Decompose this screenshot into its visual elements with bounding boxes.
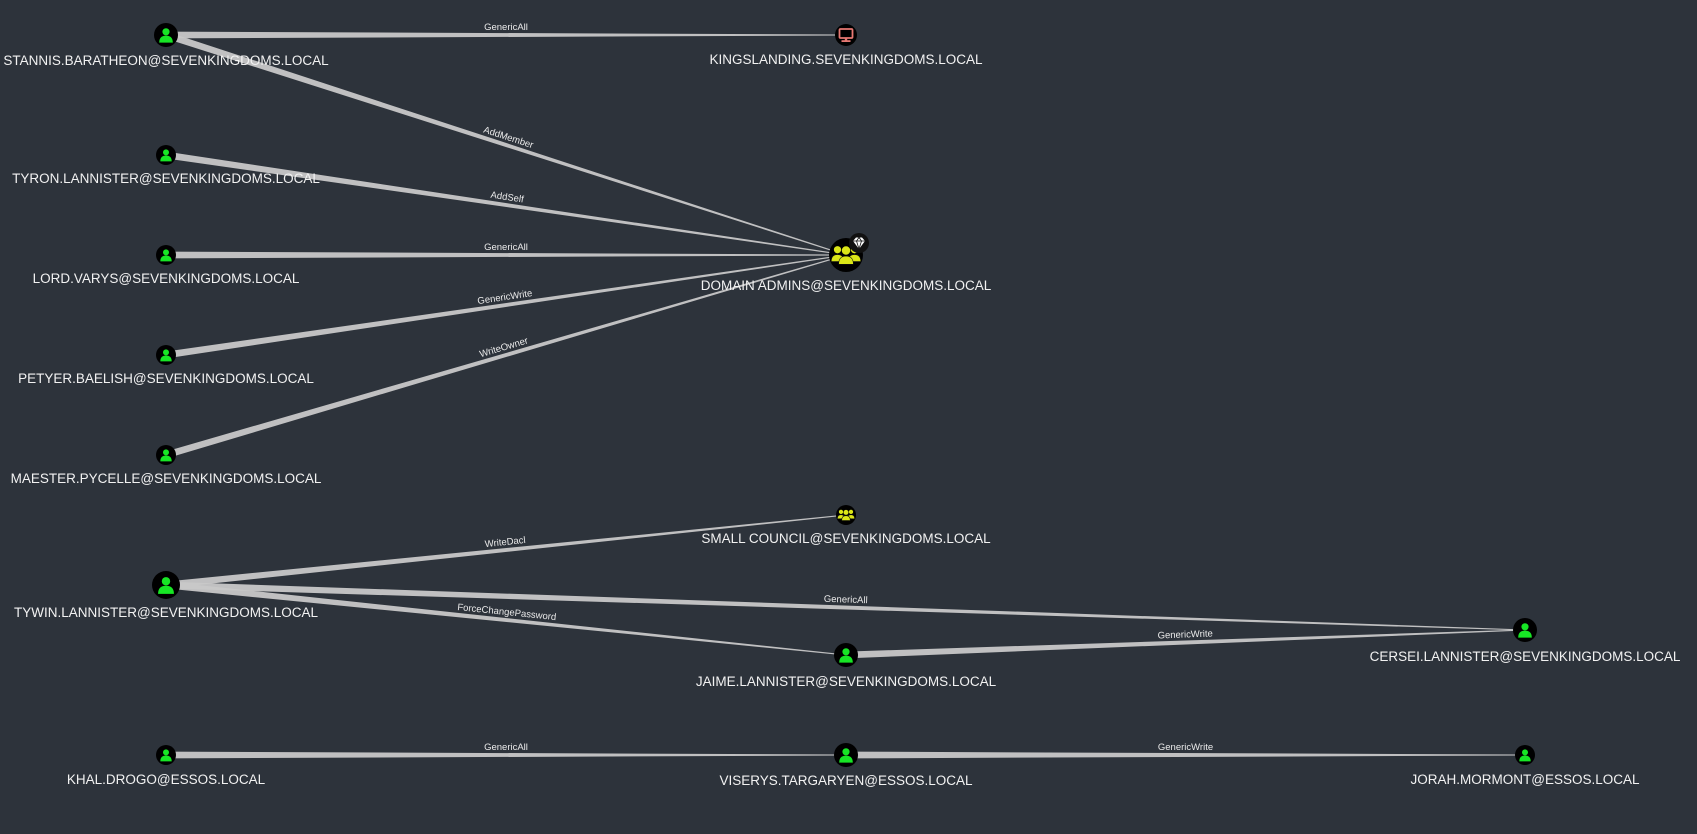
- node-label: VISERYS.TARGARYEN@ESSOS.LOCAL: [719, 773, 973, 788]
- edge-line[interactable]: [165, 581, 847, 656]
- edge-line[interactable]: [165, 254, 847, 459]
- node-domainadmins[interactable]: DOMAIN ADMINS@SEVENKINGDOMS.LOCAL: [701, 233, 992, 293]
- node-jorah[interactable]: JORAH.MORMONT@ESSOS.LOCAL: [1411, 745, 1640, 787]
- edge-line[interactable]: [165, 254, 847, 359]
- node-pycelle[interactable]: MAESTER.PYCELLE@SEVENKINGDOMS.LOCAL: [11, 445, 322, 486]
- node-label: LORD.VARYS@SEVENKINGDOMS.LOCAL: [33, 271, 300, 286]
- user-icon: [839, 648, 853, 663]
- edge-label-writedacl: WriteDacl: [484, 535, 526, 550]
- node-label: JORAH.MORMONT@ESSOS.LOCAL: [1411, 772, 1640, 787]
- node-varys[interactable]: LORD.VARYS@SEVENKINGDOMS.LOCAL: [33, 245, 300, 286]
- node-stannis[interactable]: STANNIS.BARATHEON@SEVENKINGDOMS.LOCAL: [3, 23, 329, 68]
- user-icon: [1519, 749, 1531, 762]
- edge-label-genericwrite: GenericWrite: [1157, 628, 1213, 641]
- group-icon: [830, 246, 862, 265]
- node-kingslanding[interactable]: KINGSLANDING.SEVENKINGDOMS.LOCAL: [709, 24, 983, 67]
- user-icon: [160, 349, 172, 362]
- edge-varys-domainadmins[interactable]: GenericAll: [166, 242, 846, 259]
- node-label: KHAL.DROGO@ESSOS.LOCAL: [67, 772, 266, 787]
- edge-line[interactable]: [845, 629, 1526, 659]
- node-label: PETYER.BAELISH@SEVENKINGDOMS.LOCAL: [18, 371, 314, 386]
- nodes-layer: STANNIS.BARATHEON@SEVENKINGDOMS.LOCAL KIN…: [3, 23, 1681, 788]
- edge-tywin-cersei[interactable]: GenericAll: [165, 581, 1526, 631]
- node-khal[interactable]: KHAL.DROGO@ESSOS.LOCAL: [67, 745, 266, 787]
- node-label: SMALL COUNCIL@SEVENKINGDOMS.LOCAL: [701, 531, 991, 546]
- edge-line[interactable]: [165, 581, 1526, 631]
- edge-tyron-domainadmins[interactable]: AddSelf: [165, 151, 847, 256]
- edge-label-genericwrite: GenericWrite: [1158, 742, 1213, 753]
- user-icon: [159, 28, 173, 43]
- high-value-gem-icon: [849, 233, 869, 253]
- node-circle[interactable]: [835, 24, 857, 46]
- edge-label-addself: AddSelf: [490, 190, 525, 206]
- edge-line[interactable]: [166, 751, 846, 759]
- edge-line[interactable]: [165, 151, 847, 256]
- user-icon: [160, 449, 172, 462]
- node-tyron[interactable]: TYRON.LANNISTER@SEVENKINGDOMS.LOCAL: [12, 145, 320, 186]
- edge-tywin-smallcouncil[interactable]: WriteDacl: [165, 514, 847, 589]
- user-icon: [839, 748, 853, 763]
- node-smallcouncil[interactable]: SMALL COUNCIL@SEVENKINGDOMS.LOCAL: [701, 505, 991, 546]
- edge-stannis-kingslanding[interactable]: GenericAll: [166, 22, 846, 39]
- node-label: STANNIS.BARATHEON@SEVENKINGDOMS.LOCAL: [3, 53, 329, 68]
- user-icon: [160, 149, 172, 162]
- node-label: DOMAIN ADMINS@SEVENKINGDOMS.LOCAL: [701, 278, 992, 293]
- user-icon: [158, 577, 174, 594]
- computer-icon: [838, 28, 854, 42]
- node-label: CERSEI.LANNISTER@SEVENKINGDOMS.LOCAL: [1370, 649, 1681, 664]
- node-label: KINGSLANDING.SEVENKINGDOMS.LOCAL: [709, 52, 983, 67]
- edge-viserys-jorah[interactable]: GenericWrite: [846, 742, 1525, 759]
- node-jaime[interactable]: JAIME.LANNISTER@SEVENKINGDOMS.LOCAL: [696, 643, 997, 689]
- node-label: JAIME.LANNISTER@SEVENKINGDOMS.LOCAL: [696, 674, 997, 689]
- edge-jaime-cersei[interactable]: GenericWrite: [845, 628, 1526, 659]
- user-icon: [160, 249, 172, 262]
- node-viserys[interactable]: VISERYS.TARGARYEN@ESSOS.LOCAL: [719, 743, 973, 788]
- node-label: MAESTER.PYCELLE@SEVENKINGDOMS.LOCAL: [11, 471, 322, 486]
- node-petyer[interactable]: PETYER.BAELISH@SEVENKINGDOMS.LOCAL: [18, 345, 314, 386]
- edge-line[interactable]: [846, 751, 1525, 759]
- edge-khal-viserys[interactable]: GenericAll: [166, 742, 846, 759]
- node-label: TYRON.LANNISTER@SEVENKINGDOMS.LOCAL: [12, 171, 320, 186]
- edge-line[interactable]: [164, 31, 847, 256]
- edge-line[interactable]: [166, 31, 846, 39]
- node-tywin[interactable]: TYWIN.LANNISTER@SEVENKINGDOMS.LOCAL: [14, 571, 318, 620]
- user-icon: [1518, 623, 1532, 638]
- edges-layer: GenericAllAddMemberAddSelfGenericAllGene…: [164, 22, 1526, 759]
- edge-line[interactable]: [166, 251, 846, 259]
- user-icon: [160, 749, 172, 762]
- edge-label-genericall: GenericAll: [824, 594, 868, 606]
- edge-line[interactable]: [165, 514, 847, 589]
- node-label: TYWIN.LANNISTER@SEVENKINGDOMS.LOCAL: [14, 605, 318, 620]
- edge-label-genericall: GenericAll: [484, 22, 528, 33]
- edge-label-genericall: GenericAll: [484, 242, 528, 253]
- edge-label-genericall: GenericAll: [484, 742, 528, 753]
- group-icon: [837, 509, 855, 521]
- node-cersei[interactable]: CERSEI.LANNISTER@SEVENKINGDOMS.LOCAL: [1370, 618, 1681, 664]
